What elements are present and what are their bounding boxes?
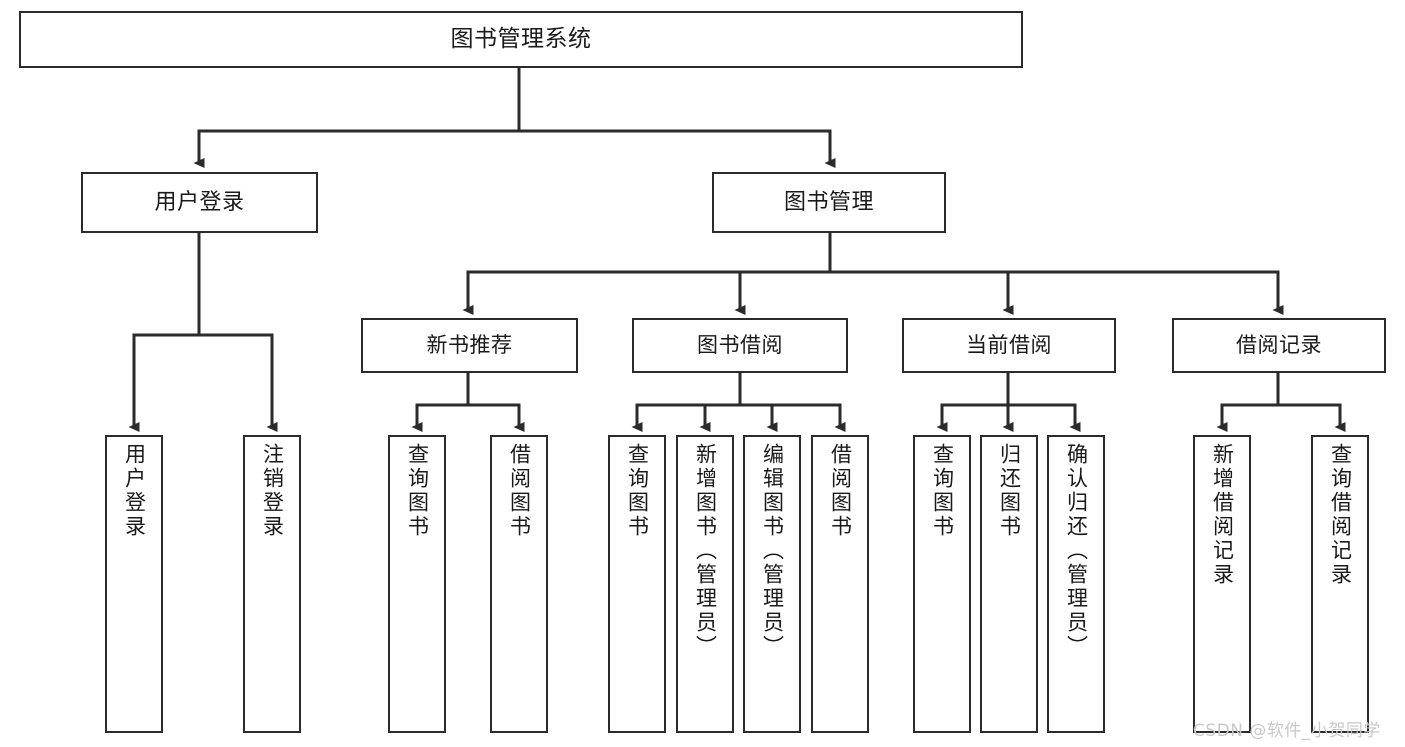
node-label: 编辑图书（管理员） bbox=[760, 443, 785, 659]
node-label: 新增图书（管理员） bbox=[693, 443, 718, 659]
leaf-book-borrow-borrow[interactable]: 借阅图书 bbox=[811, 435, 869, 733]
node-label: 新书推荐 bbox=[426, 333, 513, 358]
leaf-new-book-borrow[interactable]: 借阅图书 bbox=[490, 435, 548, 733]
node-book-borrow[interactable]: 图书借阅 bbox=[632, 318, 848, 373]
node-label: 注销登录 bbox=[260, 443, 285, 539]
watermark-text: CSDN @软件_小贺同学 bbox=[1193, 721, 1381, 741]
node-label: 用户登录 bbox=[122, 443, 147, 539]
leaf-borrow-record-add[interactable]: 新增借阅记录 bbox=[1193, 435, 1251, 733]
node-label: 借阅图书 bbox=[507, 443, 532, 539]
leaf-borrow-record-query[interactable]: 查询借阅记录 bbox=[1311, 435, 1369, 733]
node-label: 图书管理系统 bbox=[450, 25, 592, 52]
node-user-login[interactable]: 用户登录 bbox=[81, 172, 318, 233]
node-current-borrow[interactable]: 当前借阅 bbox=[902, 318, 1116, 373]
leaf-current-borrow-return[interactable]: 归还图书 bbox=[980, 435, 1038, 733]
node-label: 借阅记录 bbox=[1236, 333, 1322, 358]
leaf-user-login-login[interactable]: 用户登录 bbox=[105, 435, 163, 733]
node-label: 当前借阅 bbox=[966, 333, 1052, 358]
node-label: 借阅图书 bbox=[828, 443, 853, 539]
node-label: 查询图书 bbox=[405, 443, 430, 539]
leaf-book-borrow-query[interactable]: 查询图书 bbox=[608, 435, 666, 733]
node-label: 图书管理 bbox=[783, 189, 874, 215]
node-root-book-management-system[interactable]: 图书管理系统 bbox=[19, 11, 1023, 68]
leaf-current-borrow-confirm-admin[interactable]: 确认归还（管理员） bbox=[1047, 435, 1105, 733]
leaf-book-borrow-edit-admin[interactable]: 编辑图书（管理员） bbox=[743, 435, 801, 733]
node-label: 查询图书 bbox=[930, 443, 955, 539]
leaf-book-borrow-add-admin[interactable]: 新增图书（管理员） bbox=[676, 435, 734, 733]
node-borrow-record[interactable]: 借阅记录 bbox=[1172, 318, 1386, 373]
node-book-management[interactable]: 图书管理 bbox=[712, 172, 946, 233]
node-label: 归还图书 bbox=[997, 443, 1022, 539]
node-label: 查询图书 bbox=[625, 443, 650, 539]
node-label: 新增借阅记录 bbox=[1210, 443, 1235, 587]
leaf-current-borrow-query[interactable]: 查询图书 bbox=[913, 435, 971, 733]
node-new-book-recommend[interactable]: 新书推荐 bbox=[361, 318, 578, 373]
node-label: 查询借阅记录 bbox=[1328, 443, 1353, 587]
node-label: 用户登录 bbox=[154, 189, 245, 215]
node-label: 确认归还（管理员） bbox=[1064, 443, 1089, 659]
leaf-new-book-query[interactable]: 查询图书 bbox=[388, 435, 446, 733]
node-label: 图书借阅 bbox=[697, 333, 783, 358]
leaf-user-login-logout[interactable]: 注销登录 bbox=[243, 435, 301, 733]
